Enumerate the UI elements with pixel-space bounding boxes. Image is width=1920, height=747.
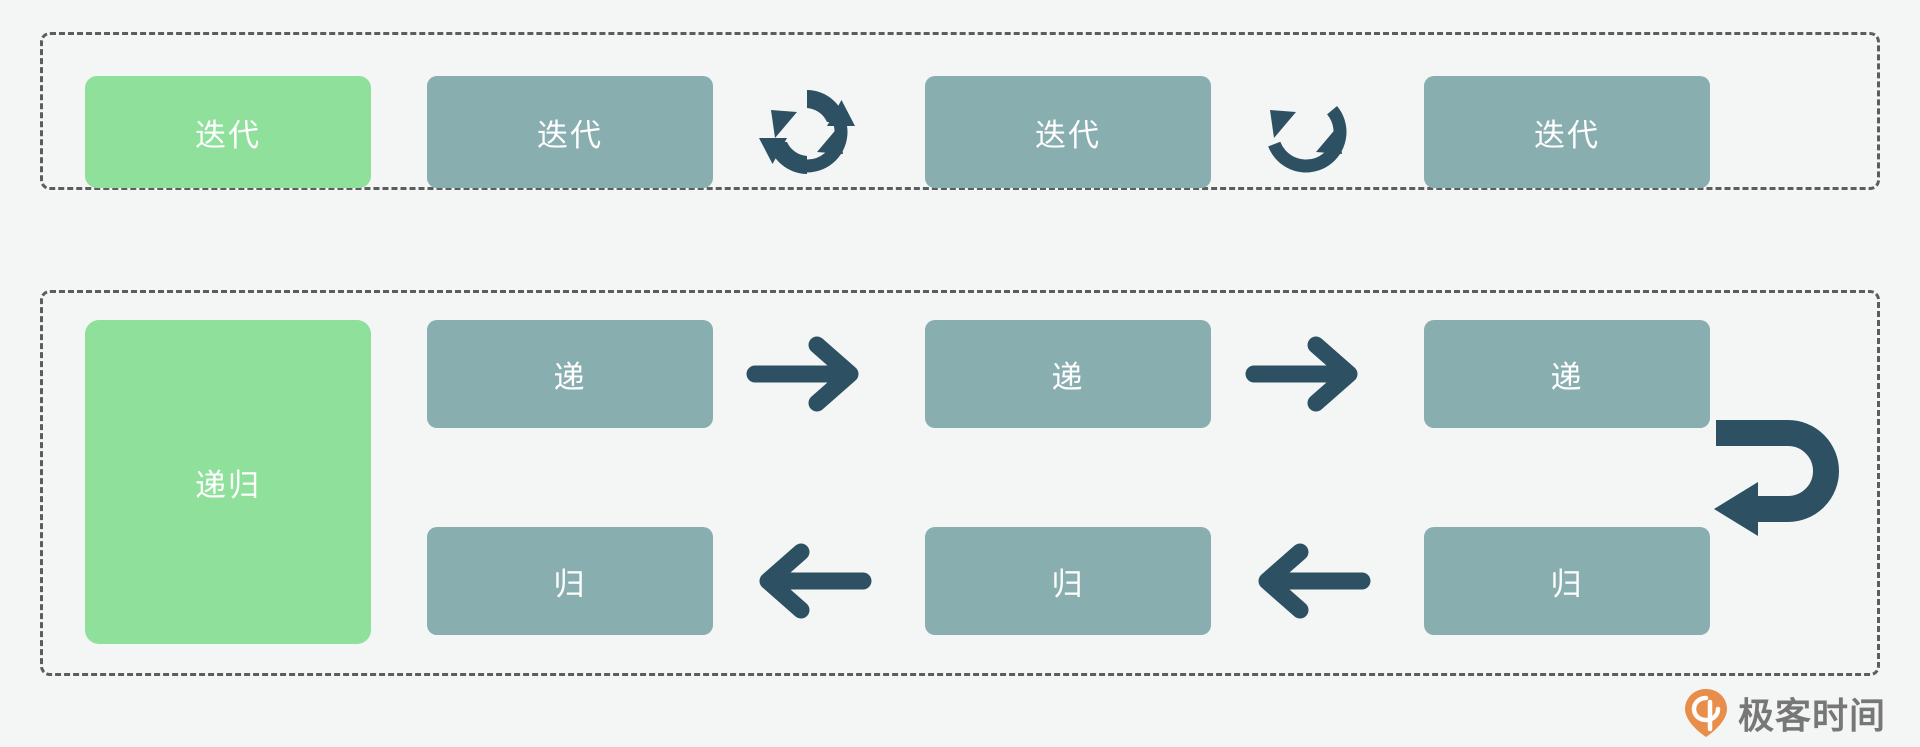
watermark: 极客时间: [1683, 687, 1886, 739]
iteration-label-box[interactable]: 迭代: [85, 76, 371, 188]
iteration-step-box-2[interactable]: 迭代: [925, 76, 1211, 188]
recursion-label-box[interactable]: 递归: [85, 320, 371, 644]
recursion-return-box-1[interactable]: 归: [427, 527, 713, 635]
recursion-descend-box-1[interactable]: 递: [427, 320, 713, 428]
recursion-group-container: [40, 290, 1880, 676]
iteration-step-box-3[interactable]: 迭代: [1424, 76, 1710, 188]
geektime-logo-icon: [1684, 689, 1727, 737]
recursion-descend-box-3[interactable]: 递: [1424, 320, 1710, 428]
recursion-return-box-3[interactable]: 归: [1424, 527, 1710, 635]
recursion-return-box-2[interactable]: 归: [925, 527, 1211, 635]
watermark-text: 极客时间: [1737, 696, 1886, 737]
iteration-group-container: [40, 32, 1880, 190]
recursion-descend-box-2[interactable]: 递: [925, 320, 1211, 428]
iteration-step-box-1[interactable]: 迭代: [427, 76, 713, 188]
